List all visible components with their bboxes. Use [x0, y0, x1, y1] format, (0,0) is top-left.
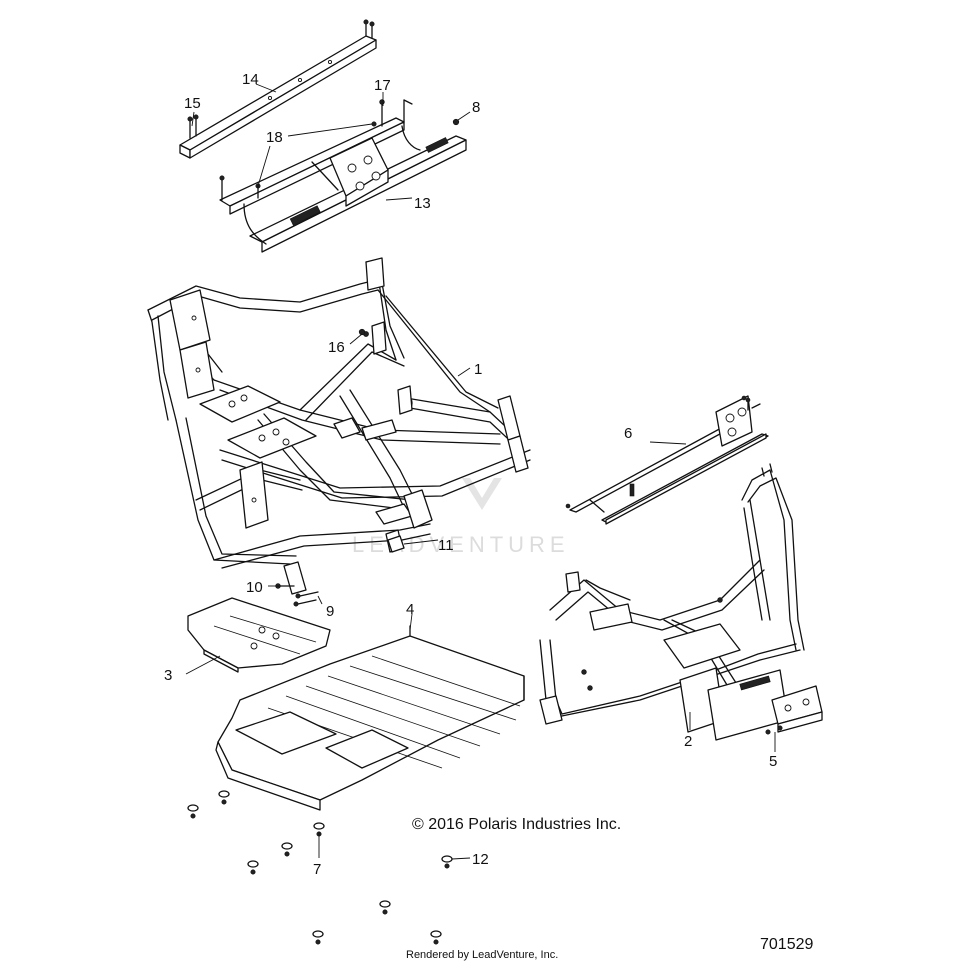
callout-6: 6 — [624, 425, 632, 442]
watermark-text: LEADVENTURE — [352, 532, 570, 557]
pin[interactable] — [313, 822, 325, 837]
pin[interactable] — [379, 900, 391, 915]
callout-1: 1 — [474, 361, 482, 378]
diagram-number: 701529 — [760, 936, 813, 953]
part-12-push-pin[interactable] — [441, 855, 453, 869]
callout-13: 13 — [414, 195, 431, 212]
pin[interactable] — [187, 804, 199, 819]
part-11-clip[interactable] — [387, 535, 405, 553]
rendered-by-text: Rendered by LeadVenture, Inc. — [406, 949, 558, 961]
callout-11: 11 — [438, 537, 454, 554]
part-4-main-skid[interactable] — [215, 625, 525, 811]
leader-lines — [185, 83, 776, 860]
pin[interactable] — [247, 860, 259, 875]
callout-8: 8 — [472, 99, 480, 116]
part-17-bolt[interactable] — [379, 99, 385, 127]
pin[interactable] — [218, 790, 230, 805]
callout-12: 12 — [472, 851, 489, 868]
part-13-upper-frame[interactable] — [219, 99, 467, 253]
callout-15: 15 — [184, 95, 201, 112]
part-6-side-rail[interactable] — [565, 395, 769, 525]
callout-14: 14 — [242, 71, 259, 88]
callout-7: 7 — [313, 861, 321, 878]
part-3-skid-plate[interactable] — [187, 597, 331, 673]
callout-3: 3 — [164, 667, 172, 684]
part-16-nut[interactable] — [358, 328, 366, 336]
part-14-rail[interactable] — [179, 19, 377, 159]
callout-5: 5 — [769, 753, 777, 770]
callout-17: 17 — [374, 77, 391, 94]
part-9-bolts[interactable] — [293, 591, 319, 607]
callout-4: 4 — [406, 601, 414, 618]
part-8-nut[interactable] — [452, 118, 460, 126]
part-18-bolts[interactable] — [255, 121, 377, 199]
part-5-bracket[interactable] — [765, 685, 823, 735]
part-7-push-pins[interactable] — [187, 790, 442, 945]
callout-10: 10 — [246, 579, 263, 596]
callout-labels: 1 2 3 4 5 6 7 8 9 10 11 12 13 14 15 16 1… — [164, 71, 777, 878]
callout-18: 18 — [266, 129, 283, 146]
callout-9: 9 — [326, 603, 334, 620]
callout-2: 2 — [684, 733, 692, 750]
callout-16: 16 — [328, 339, 345, 356]
part-1-main-frame[interactable] — [147, 257, 531, 595]
part-2-rear-frame[interactable] — [539, 463, 805, 741]
pin[interactable] — [312, 930, 324, 945]
copyright-text: © 2016 Polaris Industries Inc. — [412, 816, 621, 833]
pin[interactable] — [430, 930, 442, 945]
pin[interactable] — [281, 842, 293, 857]
part-15-bolts[interactable] — [187, 114, 199, 139]
